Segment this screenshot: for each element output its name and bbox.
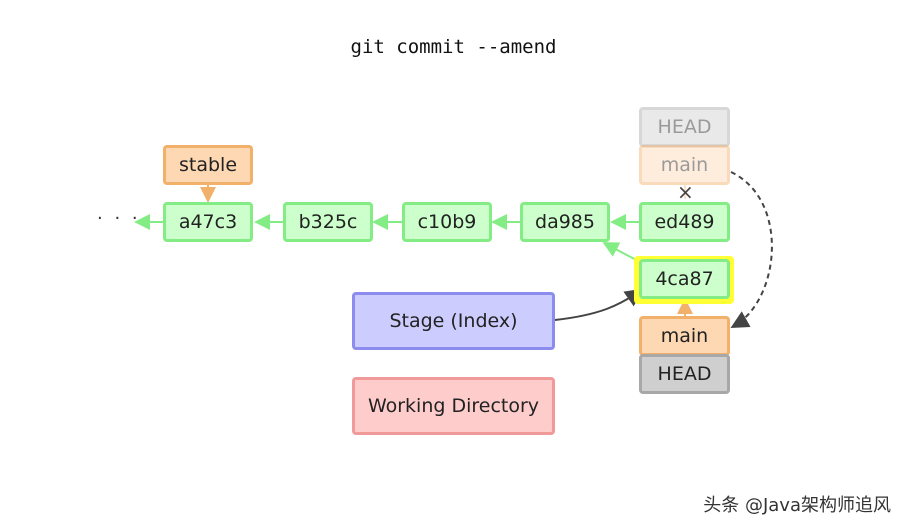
branch-stable: stable bbox=[163, 145, 253, 185]
old-head-ref: HEAD bbox=[639, 107, 730, 147]
commit-b325c: b325c bbox=[283, 202, 373, 242]
history-ellipsis: · · · bbox=[97, 208, 141, 229]
commit-da985: da985 bbox=[520, 202, 610, 242]
stage-arrow bbox=[554, 288, 644, 321]
stage-index-area: Stage (Index) bbox=[352, 292, 555, 350]
new-head-ref: HEAD bbox=[639, 354, 730, 394]
branch-move-arrow bbox=[730, 171, 773, 328]
detached-x-icon: × bbox=[677, 180, 694, 204]
old-branch-main: main bbox=[639, 145, 730, 185]
commit-c10b9: c10b9 bbox=[402, 202, 492, 242]
commit-a47c3: a47c3 bbox=[163, 202, 253, 242]
watermark-text: 头条 @Java架构师追风 bbox=[703, 495, 891, 516]
new-branch-main: main bbox=[639, 316, 730, 356]
working-directory-area: Working Directory bbox=[352, 377, 555, 435]
diagram-title: git commit --amend bbox=[350, 36, 557, 58]
commit-4ca87: 4ca87 bbox=[639, 259, 730, 299]
commit-ed489: ed489 bbox=[639, 202, 730, 242]
